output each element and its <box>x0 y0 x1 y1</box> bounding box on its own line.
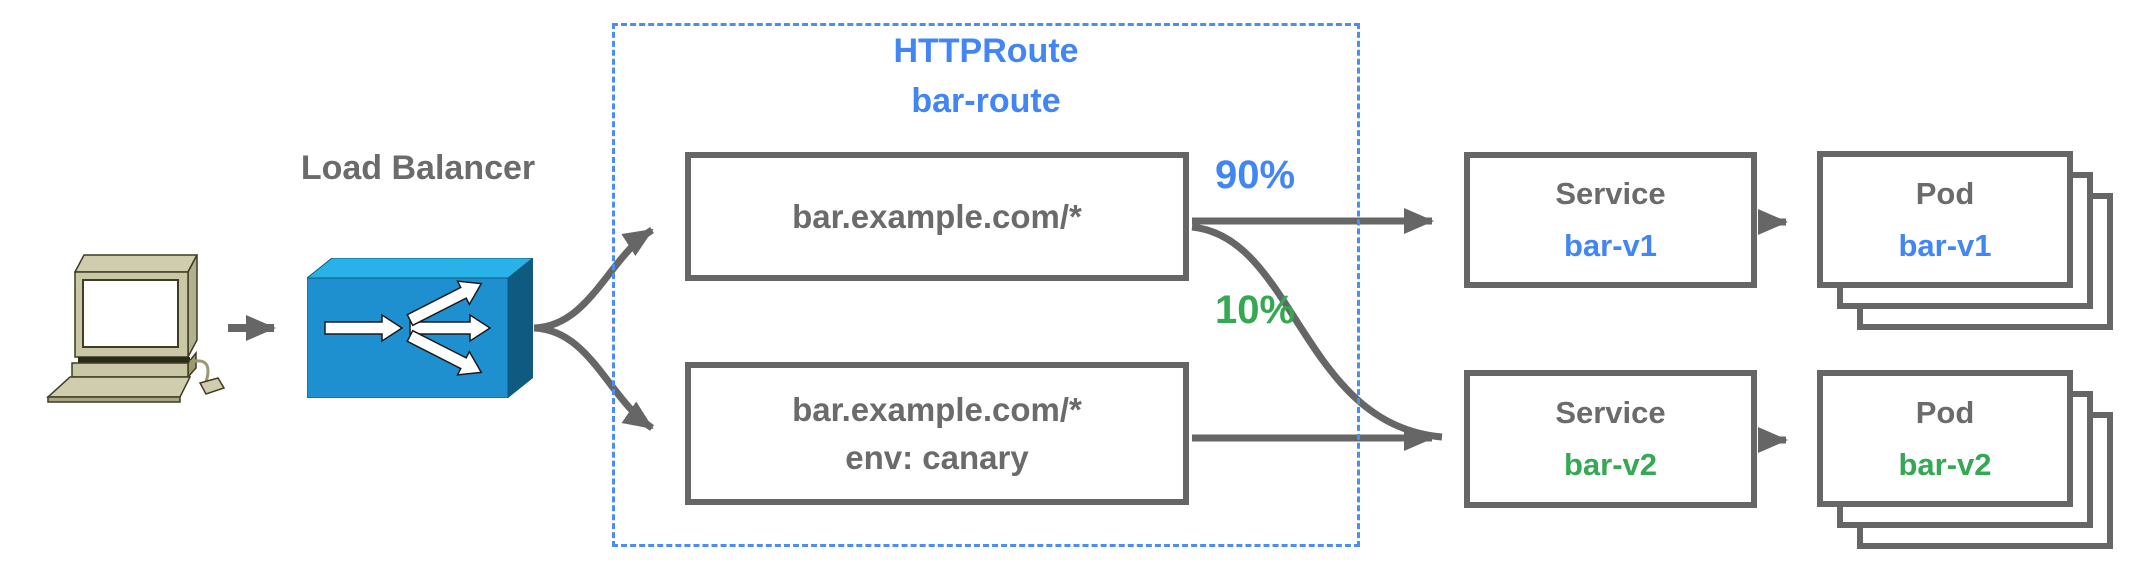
pod-bar-v2-stack: Pod bar-v2 <box>1817 370 2117 555</box>
weight-90-label: 90% <box>1214 153 1296 197</box>
route-match-box-1: bar.example.com/* <box>685 152 1189 281</box>
pod-bar-v1-stack: Pod bar-v1 <box>1817 151 2117 336</box>
service-bar-v1-name: bar-v1 <box>1563 228 1658 263</box>
weight-10-label: 10% <box>1214 288 1296 332</box>
arrow-lb-to-match2 <box>533 324 655 431</box>
load-balancer-icon <box>307 258 533 398</box>
pod-bar-v2-name: bar-v2 <box>1898 446 1992 482</box>
httproute-kind-label: HTTPRoute <box>893 32 1079 70</box>
httproute-name-label: bar-route <box>911 82 1061 120</box>
pod-bar-v1-name: bar-v1 <box>1898 227 1992 263</box>
service-bar-v1-kind: Service <box>1555 176 1666 211</box>
route-match-box-2: bar.example.com/* env: canary <box>685 362 1189 505</box>
service-bar-v2-box: Service bar-v2 <box>1464 370 1757 508</box>
pod-bar-v1-box: Pod bar-v1 <box>1817 151 2073 288</box>
arrow-lb-to-match1 <box>533 227 654 332</box>
load-balancer-label: Load Balancer <box>300 149 536 187</box>
pod-bar-v2-kind: Pod <box>1915 394 1975 430</box>
httproute-title: HTTPRoute bar-route <box>612 26 1360 126</box>
route-match-2-host: bar.example.com/* <box>792 390 1082 428</box>
service-bar-v2-kind: Service <box>1555 395 1666 430</box>
curve-10-to-service-v2 <box>1191 223 1443 441</box>
pod-bar-v1-kind: Pod <box>1915 175 1975 211</box>
service-bar-v2-name: bar-v2 <box>1563 447 1658 482</box>
route-match-2-header: env: canary <box>845 438 1029 476</box>
service-bar-v1-box: Service bar-v1 <box>1464 152 1757 288</box>
httproute-group <box>612 23 1360 547</box>
pod-bar-v2-box: Pod bar-v2 <box>1817 370 2073 507</box>
client-computer-icon <box>46 254 226 403</box>
route-match-1-host: bar.example.com/* <box>792 197 1082 235</box>
